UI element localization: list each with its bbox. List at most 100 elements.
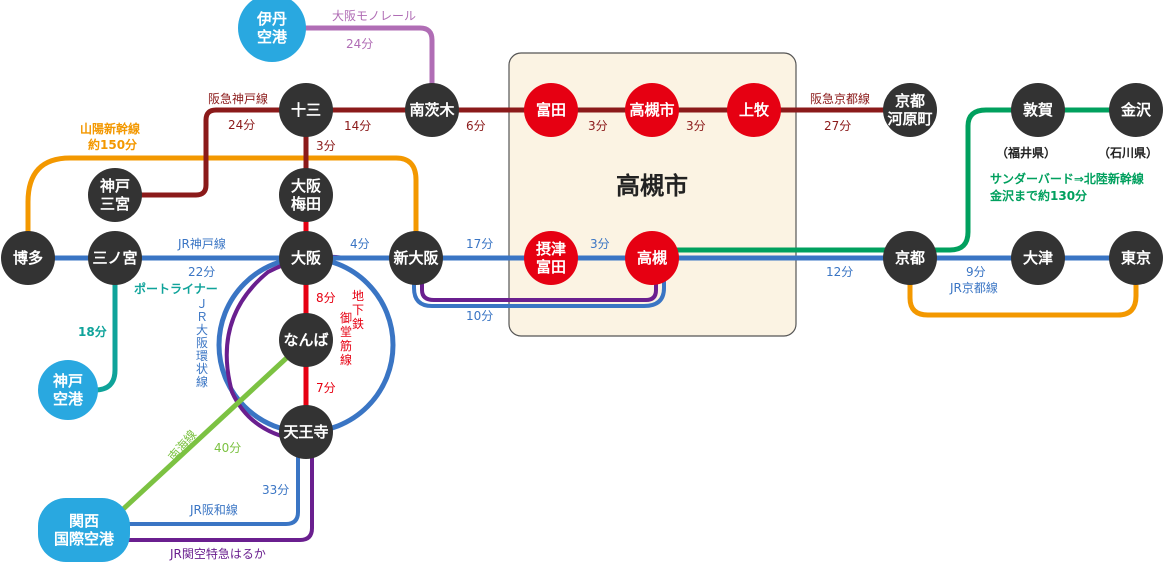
station-kix: 関西国際空港 — [38, 498, 130, 562]
station-settsu-tonda: 摂津富田 — [524, 231, 578, 285]
station-shin-osaka: 新大阪 — [389, 231, 443, 285]
station-marker — [279, 83, 333, 137]
station-marker — [88, 168, 142, 222]
label-hankyu-kyoto: 阪急京都線 — [810, 91, 870, 106]
station-kobe-airport: 神戸空港 — [38, 360, 98, 420]
station-name: 大津 — [1023, 249, 1053, 267]
line-jr-shinosaka-takatsuki-lower — [412, 258, 666, 308]
station-marker — [38, 498, 130, 562]
label-shin-settsu-time: 17分 — [466, 237, 493, 251]
station-marker — [625, 231, 679, 285]
line-haruka-shinosaka — [420, 258, 658, 302]
station-marker — [883, 83, 937, 137]
station-tennoji: 天王寺 — [279, 405, 333, 459]
station-name: 京都河原町 — [887, 92, 932, 128]
station-name: 神戸三宮 — [100, 177, 130, 213]
line-hankyu-kobe — [115, 107, 306, 198]
station-otsu: 大津 — [1011, 231, 1065, 285]
station-marker — [883, 231, 937, 285]
station-tsuruga: 敦賀 — [1011, 83, 1065, 137]
label-port-time-a: 22分 — [188, 265, 215, 279]
station-marker — [1011, 231, 1065, 285]
line-nankai — [118, 338, 308, 514]
station-hakata: 博多 — [1, 231, 55, 285]
station-kyoto: 京都 — [883, 231, 937, 285]
station-kanmaki: 上牧 — [727, 83, 781, 137]
label-sanyo: 山陽新幹線 — [80, 121, 140, 136]
station-kanazawa: 金沢 — [1109, 83, 1163, 137]
station-marker — [1109, 231, 1163, 285]
station-marker — [524, 231, 578, 285]
station-marker — [727, 83, 781, 137]
station-name: 高槻 — [637, 249, 667, 267]
station-marker — [405, 83, 459, 137]
station-osaka: 大阪 — [279, 231, 333, 285]
line-tokaido-shinkansen — [907, 258, 1139, 318]
label-kyoto-otsu-time: 9分 — [966, 265, 986, 279]
station-marker — [279, 313, 333, 367]
station-itami: 伊丹空港 — [238, 0, 306, 62]
label-jr-kobe: JR神戸線 — [177, 236, 226, 251]
station-tonda: 富田 — [524, 83, 578, 137]
station-name: 東京 — [1121, 249, 1151, 267]
label-haruka: JR関空特急はるか — [169, 546, 266, 561]
takatsuki-area — [508, 52, 797, 337]
label-jr-kyoto: JR京都線 — [949, 280, 998, 295]
station-name: 三ノ宮 — [92, 249, 137, 267]
station-marker — [389, 231, 443, 285]
station-kobe-sannomiya: 神戸三宮 — [88, 168, 142, 222]
label-minami-tonda-time: 6分 — [466, 119, 486, 133]
label-namba-tennoji-time: 7分 — [316, 381, 336, 395]
station-name: 神戸空港 — [53, 372, 84, 408]
label-ishikawa: （石川県） — [1098, 145, 1158, 160]
station-umeda: 大阪梅田 — [279, 168, 333, 222]
label-ts-kanmaki-time: 3分 — [686, 119, 706, 133]
line-thunderbird — [660, 107, 1136, 253]
station-marker — [279, 168, 333, 222]
station-sannomiya: 三ノ宮 — [88, 231, 142, 285]
station-marker — [88, 231, 142, 285]
station-marker — [1109, 83, 1163, 137]
line-osaka-monorail — [272, 25, 435, 110]
station-marker — [1, 231, 55, 285]
label-tonda-ts-time: 3分 — [588, 119, 608, 133]
line-sanyo-shinkansen — [25, 155, 419, 258]
station-marker — [524, 83, 578, 137]
station-name: 高槻市 — [629, 101, 674, 119]
label-settsu-takatsuki-time: 3分 — [590, 237, 610, 251]
station-marker — [238, 0, 306, 62]
area-label: 高槻市 — [616, 172, 688, 200]
label-hankyu-kyoto-time: 27分 — [824, 119, 851, 133]
label-sanyo-time: 約150分 — [88, 137, 137, 152]
station-name: 関西国際空港 — [54, 512, 115, 548]
label-hankyu-kobe: 阪急神戸線 — [208, 91, 268, 106]
station-takatsukishi: 高槻市 — [625, 83, 679, 137]
station-name: なんば — [283, 331, 328, 349]
station-name: 敦賀 — [1023, 101, 1053, 119]
label-port-liner: ポートライナー — [134, 281, 218, 296]
station-name: 大阪 — [291, 249, 322, 267]
station-name: 伊丹空港 — [256, 10, 288, 46]
label-monorail-time: 24分 — [346, 37, 373, 51]
label-port-time-b: 18分 — [78, 324, 107, 339]
station-minami-ibaraki: 南茨木 — [405, 83, 459, 137]
label-shin-takatsuki-time: 10分 — [466, 309, 493, 323]
label-hankyu-kobe-time: 24分 — [228, 118, 255, 132]
station-name: 天王寺 — [283, 423, 328, 441]
station-name: 金沢 — [1120, 101, 1152, 119]
label-monorail: 大阪モノレール — [332, 9, 416, 23]
station-name: 新大阪 — [393, 249, 439, 267]
label-osaka-shin-time: 4分 — [350, 237, 370, 251]
label-midosuji-b: 御堂筋線 — [340, 310, 352, 367]
station-name: 摂津富田 — [536, 240, 566, 276]
label-osaka-namba-time: 8分 — [316, 291, 336, 305]
label-tennoji-kix-time: 33分 — [262, 483, 289, 497]
station-takatsuki: 高槻 — [625, 231, 679, 285]
label-loop-line: ＪＲ大阪環状線 — [196, 297, 208, 389]
station-name: 博多 — [13, 249, 43, 267]
line-jr-hanwa — [90, 432, 300, 526]
station-tokyo: 東京 — [1109, 231, 1163, 285]
label-jr-hanwa: JR阪和線 — [189, 502, 238, 517]
station-name: 大阪梅田 — [291, 177, 322, 213]
